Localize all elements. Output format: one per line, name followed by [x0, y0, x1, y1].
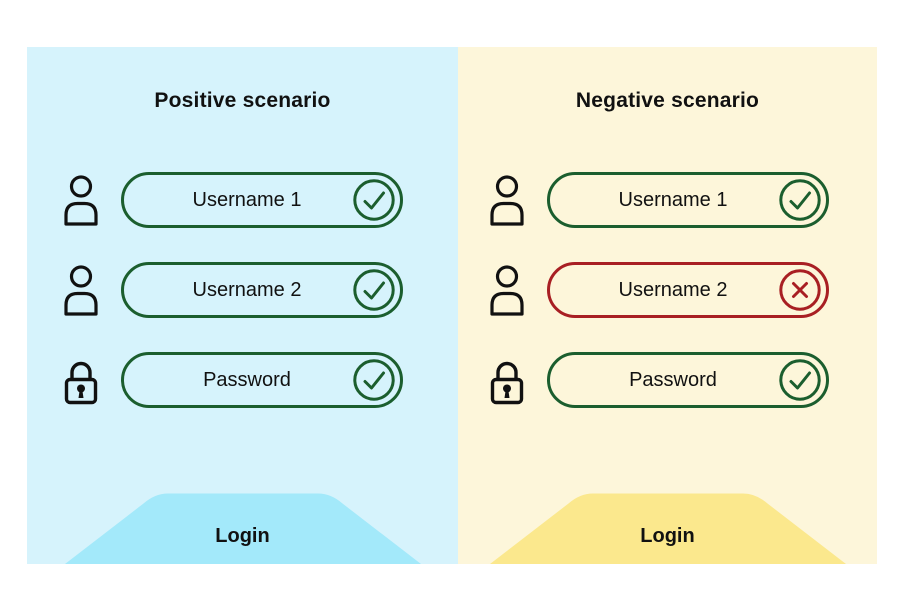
- login-button-label: Login: [215, 525, 270, 547]
- field-rows: Username 1 Username 2: [27, 172, 458, 408]
- field-label: Username 1: [618, 188, 728, 211]
- user-icon: [59, 173, 103, 227]
- login-button-label: Login: [640, 525, 695, 547]
- x-icon: [778, 268, 822, 312]
- username-1-field[interactable]: Username 1: [547, 172, 829, 228]
- login-button-shape: [64, 493, 421, 564]
- field-row-username-1: Username 1: [458, 172, 877, 228]
- login-button[interactable]: Login: [458, 493, 877, 564]
- field-row-username-2: Username 2: [458, 262, 877, 318]
- check-icon: [352, 268, 396, 312]
- user-icon: [485, 173, 529, 227]
- check-icon: [352, 358, 396, 402]
- password-field[interactable]: Password: [547, 352, 829, 408]
- username-2-field[interactable]: Username 2: [121, 262, 403, 318]
- login-button[interactable]: Login: [27, 493, 458, 564]
- field-row-username-2: Username 2: [27, 262, 458, 318]
- field-label: Username 2: [618, 278, 728, 301]
- field-row-password: Password: [458, 352, 877, 408]
- username-1-field[interactable]: Username 1: [121, 172, 403, 228]
- check-icon: [778, 178, 822, 222]
- panel-positive-scenario: Positive scenario Username 1: [27, 47, 458, 564]
- field-row-password: Password: [27, 352, 458, 408]
- username-2-field[interactable]: Username 2: [547, 262, 829, 318]
- lock-icon: [59, 353, 103, 407]
- check-icon: [352, 178, 396, 222]
- panel-title: Negative scenario: [575, 89, 760, 112]
- user-icon: [485, 263, 529, 317]
- panel-title: Positive scenario: [154, 89, 331, 112]
- panel-negative-scenario: Negative scenario Username 1: [458, 47, 877, 564]
- field-row-username-1: Username 1: [27, 172, 458, 228]
- lock-icon: [485, 353, 529, 407]
- check-icon: [778, 358, 822, 402]
- field-label: Username 2: [192, 278, 302, 301]
- login-button-shape: [489, 493, 846, 564]
- password-field[interactable]: Password: [121, 352, 403, 408]
- field-label: Username 1: [192, 188, 302, 211]
- field-label: Password: [203, 368, 291, 391]
- user-icon: [59, 263, 103, 317]
- field-label: Password: [629, 368, 717, 391]
- field-rows: Username 1 Username 2: [458, 172, 877, 408]
